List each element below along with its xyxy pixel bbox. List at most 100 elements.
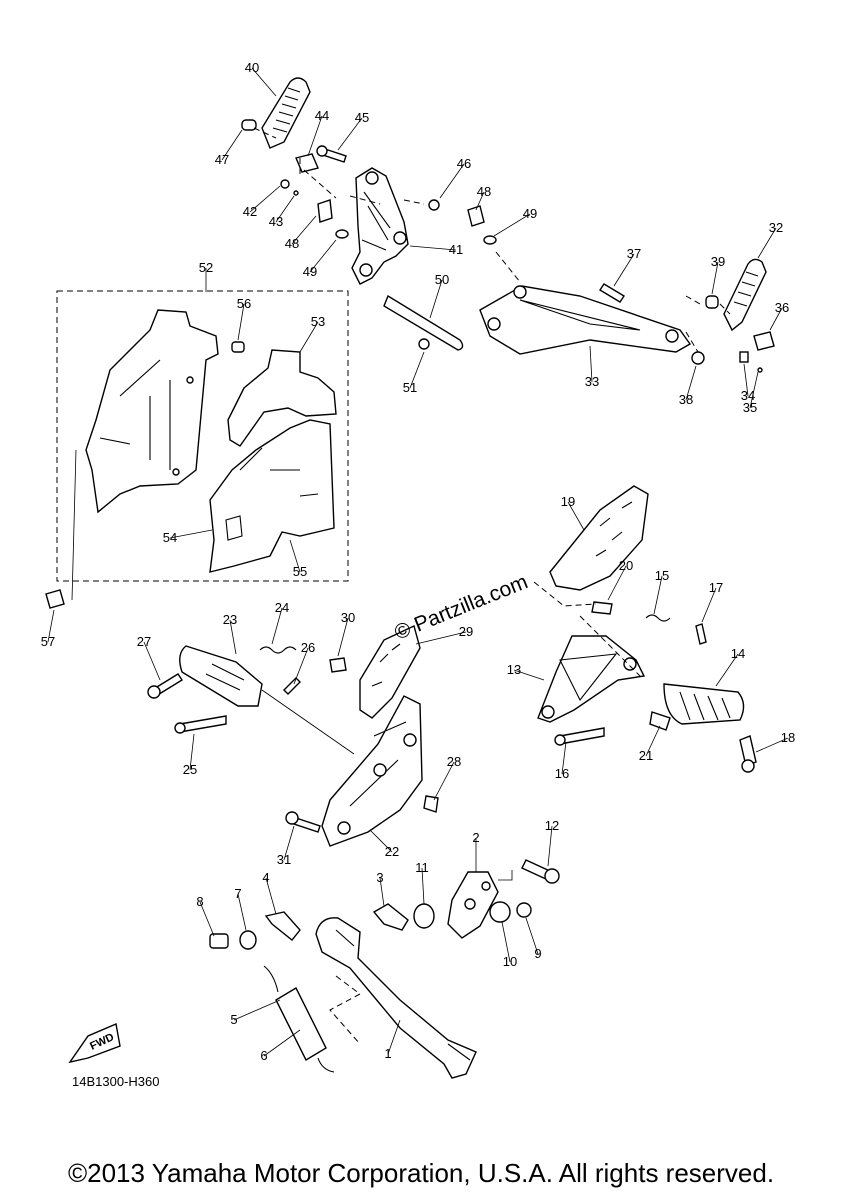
callout-label: 49 bbox=[303, 264, 317, 279]
callout-leader-line bbox=[307, 115, 323, 157]
callout-label: 30 bbox=[341, 610, 355, 625]
callout-leader-line bbox=[337, 617, 349, 657]
callout-label: 17 bbox=[709, 580, 723, 595]
callout-leader-line bbox=[291, 215, 317, 245]
callout-label: 31 bbox=[277, 852, 291, 867]
callout-label: 43 bbox=[269, 214, 283, 229]
callout-leader-line bbox=[645, 725, 661, 757]
callout-label: 51 bbox=[403, 380, 417, 395]
callout-leader-line bbox=[567, 501, 585, 531]
callout-leader-line bbox=[369, 829, 393, 853]
callout-label: 11 bbox=[415, 860, 429, 875]
callout-leader-line bbox=[229, 619, 237, 655]
callout-leader-line bbox=[433, 761, 455, 801]
callout-leader-line bbox=[293, 647, 309, 685]
callout-leader-line bbox=[379, 877, 385, 907]
rider-footrest-assembly bbox=[147, 485, 757, 847]
callout-leader-line bbox=[439, 163, 465, 199]
callout-label: 49 bbox=[523, 206, 537, 221]
callout-leader-line bbox=[263, 1029, 301, 1057]
callout-label: 50 bbox=[435, 272, 449, 287]
callout-label: 35 bbox=[743, 400, 757, 415]
callout-label: 14 bbox=[731, 646, 745, 661]
callout-label: 48 bbox=[285, 236, 299, 251]
callout-leader-line bbox=[237, 893, 247, 931]
callout-label: 12 bbox=[545, 818, 559, 833]
callout-label: 54 bbox=[163, 530, 177, 545]
callout-label: 26 bbox=[301, 640, 315, 655]
callout-leader-line bbox=[251, 67, 277, 97]
callout-leader-line bbox=[415, 631, 467, 645]
callout-label: 8 bbox=[196, 894, 203, 909]
callout-leader-line bbox=[501, 921, 511, 963]
callout-leader-line bbox=[237, 303, 245, 341]
callout-leader-line bbox=[743, 363, 749, 397]
callout-leader-line bbox=[275, 195, 295, 223]
forward-arrow-icon: FWD bbox=[68, 1023, 121, 1064]
callout-label: 40 bbox=[245, 60, 259, 75]
callout-leader-line bbox=[493, 213, 531, 237]
callout-label: 45 bbox=[355, 110, 369, 125]
callout-label: 24 bbox=[275, 600, 289, 615]
callout-label: 42 bbox=[243, 204, 257, 219]
callout-leader-line bbox=[309, 239, 337, 273]
callout-label: 7 bbox=[234, 886, 241, 901]
callout-leader-line bbox=[199, 901, 215, 937]
callout-leader-line bbox=[409, 351, 425, 389]
callout-label: 39 bbox=[711, 254, 725, 269]
callout-leader-line bbox=[755, 737, 789, 753]
callout-leader-line bbox=[613, 253, 635, 287]
left-rear-footrest-assembly bbox=[241, 77, 464, 351]
callout-leader-line bbox=[525, 917, 539, 955]
callout-leader-line bbox=[711, 261, 719, 295]
callout-leader-line bbox=[283, 825, 295, 861]
callout-label: 44 bbox=[315, 108, 329, 123]
right-rear-footrest-assembly bbox=[467, 205, 775, 373]
callout-leader-line bbox=[387, 1019, 401, 1055]
callout-leader-line bbox=[289, 539, 301, 573]
callout-label: 48 bbox=[477, 184, 491, 199]
callout-leader-line bbox=[221, 129, 243, 161]
callout-leader-line bbox=[715, 653, 739, 687]
callout-label: 41 bbox=[449, 242, 463, 257]
callout-leader-line bbox=[409, 245, 457, 251]
callout-label: 37 bbox=[627, 246, 641, 261]
callout-leader-line bbox=[189, 733, 195, 771]
callout-leader-line bbox=[653, 575, 663, 615]
callout-leader-line bbox=[513, 669, 545, 681]
callout-leader-line bbox=[701, 587, 717, 623]
callout-label: 16 bbox=[555, 766, 569, 781]
callout-label: 53 bbox=[311, 314, 325, 329]
callout-label: 47 bbox=[215, 152, 229, 167]
callout-label: 28 bbox=[447, 754, 461, 769]
callout-label: 38 bbox=[679, 392, 693, 407]
callout-label: 32 bbox=[769, 220, 783, 235]
callout-label: 9 bbox=[534, 946, 541, 961]
callout-label: 36 bbox=[775, 300, 789, 315]
callout-leader-line bbox=[233, 999, 281, 1021]
callout-leader-line bbox=[143, 641, 161, 681]
callout-leader-line bbox=[429, 279, 443, 319]
copyright-notice: ©2013 Yamaha Motor Corporation, U.S.A. A… bbox=[67, 1158, 775, 1188]
callout-label: 33 bbox=[585, 374, 599, 389]
callout-label: 3 bbox=[376, 870, 383, 885]
callout-label: 22 bbox=[385, 844, 399, 859]
callout-label: 5 bbox=[230, 1012, 237, 1027]
callout-label: 27 bbox=[137, 634, 151, 649]
callout-leader-line bbox=[47, 609, 55, 643]
callout-label: 18 bbox=[781, 730, 795, 745]
callout-label: 55 bbox=[293, 564, 307, 579]
callout-leader-line bbox=[561, 741, 567, 775]
callout-label: 29 bbox=[459, 624, 473, 639]
callout-leader-line bbox=[749, 371, 759, 409]
side-cover-group-52 bbox=[45, 290, 349, 609]
callout-label: 21 bbox=[639, 748, 653, 763]
callout-label: 2 bbox=[472, 830, 479, 845]
callout-leader-line bbox=[271, 607, 283, 645]
callout-label: 52 bbox=[199, 260, 213, 275]
callout-leader-line bbox=[589, 345, 593, 383]
callout-leader-line bbox=[421, 867, 425, 905]
callout-label: 56 bbox=[237, 296, 251, 311]
callout-label: 25 bbox=[183, 762, 197, 777]
